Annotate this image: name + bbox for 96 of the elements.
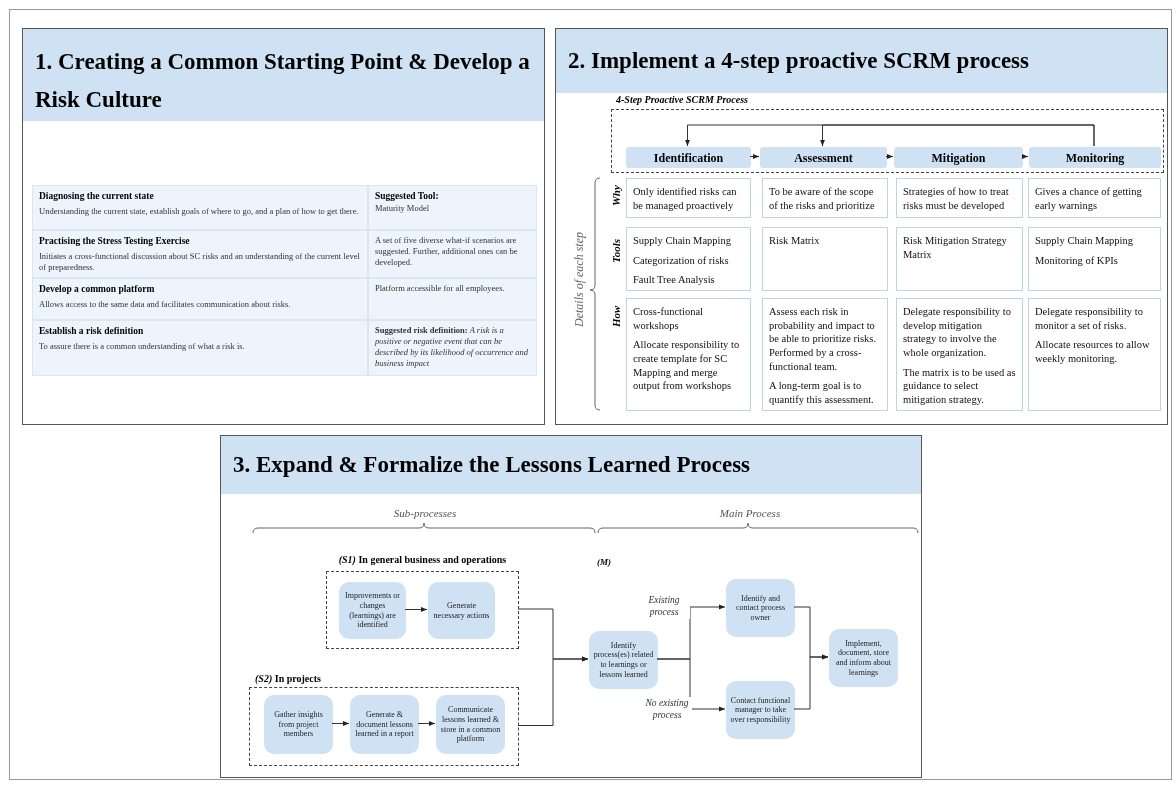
detail-box — [626, 298, 751, 411]
arrow — [820, 124, 1095, 147]
edge-label: No existing process — [642, 697, 692, 722]
cell-text: Initiates a cross-functional discussion about SC risks and an understanding of the current level of preparedness. — [39, 251, 361, 274]
detail-text: Supply Chain Mapping — [1035, 234, 1134, 248]
process-box — [589, 631, 658, 689]
detail-text: Monitoring of KPIs — [1035, 253, 1119, 268]
step-box — [626, 147, 751, 168]
arrow — [404, 607, 428, 612]
detail-box — [762, 178, 888, 218]
detail-text: Assess each risk in probability and impact to be able to prioritize risks. Performed by a cross-functional team. — [769, 305, 877, 374]
detail-box — [762, 227, 888, 291]
step-marker: (M) — [597, 556, 612, 569]
process-box — [726, 579, 795, 637]
process-text: Gather insights from project members — [273, 710, 324, 739]
cell-heading: Suggested Tool: — [375, 190, 440, 203]
process-text: Communicate lessons learned & store in a common platform — [440, 705, 501, 744]
process-text: Identify and contact process owner — [734, 593, 787, 623]
detail-text: Delegate responsibility to monitor a set of risks. — [1035, 305, 1144, 333]
arrow — [749, 154, 760, 159]
step-name: Assessment — [794, 149, 853, 167]
detail-text: To be aware of the scope of the risks and prioritize — [769, 185, 876, 213]
detail-box — [1028, 227, 1161, 291]
row-heading: Develop a common platform — [39, 283, 156, 296]
panel-title: 2. Implement a 4-step proactive SCRM process — [556, 29, 1167, 93]
process-box — [428, 582, 495, 639]
arrow — [1021, 154, 1029, 159]
arrow — [331, 721, 350, 726]
process-box — [726, 681, 795, 739]
process-box — [350, 695, 419, 754]
panel — [555, 28, 1168, 425]
process-text: Improvements or changes (learnings) are identified — [344, 591, 401, 630]
row-label: Tools — [609, 238, 623, 266]
section-label: Main Process — [718, 506, 782, 521]
detail-box — [1028, 178, 1161, 218]
cell-text: A set of five diverse what-if scenarios are suggested. Further, additional ones can be developed. — [375, 235, 519, 269]
cell-text: To assure there is a common understanding of what a risk is. — [39, 341, 246, 353]
cell-text: Suggested risk definition: A risk is a positive or negative event that can be described by its likelihood of occurrence and business impact — [375, 325, 530, 370]
detail-text: Allocate responsibility to create template for SC Mapping and merge output from workshops — [633, 338, 741, 393]
arrow — [517, 656, 589, 726]
group-heading: (S1) In general business and operations — [338, 552, 507, 567]
detail-text: Categorization of risks — [633, 253, 730, 268]
step-box — [894, 147, 1023, 168]
cell-text: Allows access to the same data and facilitates communication about risks. — [39, 299, 292, 311]
process-text: Generate & document lessons learned in a report — [354, 710, 415, 739]
row-heading: Diagnosing the current state — [39, 190, 155, 203]
row-label: Why — [609, 184, 623, 209]
panel — [220, 435, 922, 778]
detail-box — [626, 227, 751, 291]
process-text: Generate necessary actions — [432, 600, 491, 621]
detail-text: A long-term goal is to quantify this assessment. — [769, 379, 875, 407]
detail-text: Strategies of how to treat risks must be developed — [903, 185, 1010, 213]
row-heading: Establish a risk definition — [39, 325, 145, 338]
section-label: Sub-processes — [392, 506, 458, 521]
process-box — [829, 629, 898, 687]
detail-text: The matrix is to be used as guidance to select mitigation strategy. — [903, 365, 1016, 407]
arrow — [656, 658, 726, 712]
detail-text: Gives a chance of getting early warnings — [1035, 185, 1143, 213]
step-name: Mitigation — [931, 149, 986, 167]
detail-text: Supply Chain Mapping — [633, 234, 732, 248]
group-heading: 4-Step Proactive SCRM Process — [616, 92, 748, 107]
panel-title: 1. Creating a Common Starting Point & Develop a Risk Culture — [23, 29, 544, 121]
arrow — [417, 721, 436, 726]
process-box — [339, 582, 406, 639]
row-label: How — [609, 304, 623, 329]
step-box — [1029, 147, 1161, 168]
process-text: Contact functional manager to take over responsibility — [730, 695, 791, 725]
detail-box — [1028, 298, 1161, 411]
arrow — [793, 654, 829, 710]
step-name: Monitoring — [1065, 149, 1125, 167]
row-heading: Practising the Stress Testing Exercise — [39, 235, 191, 248]
detail-text: Risk Mitigation Strategy Matrix — [903, 234, 1008, 262]
step-name: Identification — [653, 149, 724, 167]
detail-text: Cross-functional workshops — [633, 305, 704, 333]
detail-box — [762, 298, 888, 411]
detail-box — [896, 298, 1023, 411]
detail-text: Risk Matrix — [769, 234, 821, 248]
process-box — [264, 695, 333, 754]
step-box — [760, 147, 887, 168]
detail-text: Fault Tree Analysis — [633, 273, 716, 287]
detail-box — [896, 178, 1023, 218]
cell-text: Understanding the current state, establish goals of where to go, and a plan of how to get there. — [39, 206, 360, 218]
process-box — [436, 695, 505, 754]
detail-box — [896, 227, 1023, 291]
detail-box — [626, 178, 751, 218]
arrow — [885, 154, 894, 159]
detail-text: Delegate responsibility to develop mitigation strategy to involve the whole organization. — [903, 305, 1012, 360]
panel-title: 3. Expand & Formalize the Lessons Learned Process — [221, 436, 921, 494]
process-text: Implement, document, store and inform about learnings — [834, 638, 893, 678]
side-label: Details of each step — [571, 231, 587, 330]
process-text: Identify process(es) related to learnings or lessons learned — [593, 640, 654, 680]
cell-text: Maturity Model — [375, 203, 431, 215]
cell-text: Platform accessible for all employees. — [375, 283, 506, 295]
detail-text: Only identified risks can be managed proactively — [633, 185, 738, 213]
detail-text: Allocate resources to allow weekly monitoring. — [1035, 338, 1151, 366]
group-heading: (S2) In projects — [255, 671, 321, 686]
